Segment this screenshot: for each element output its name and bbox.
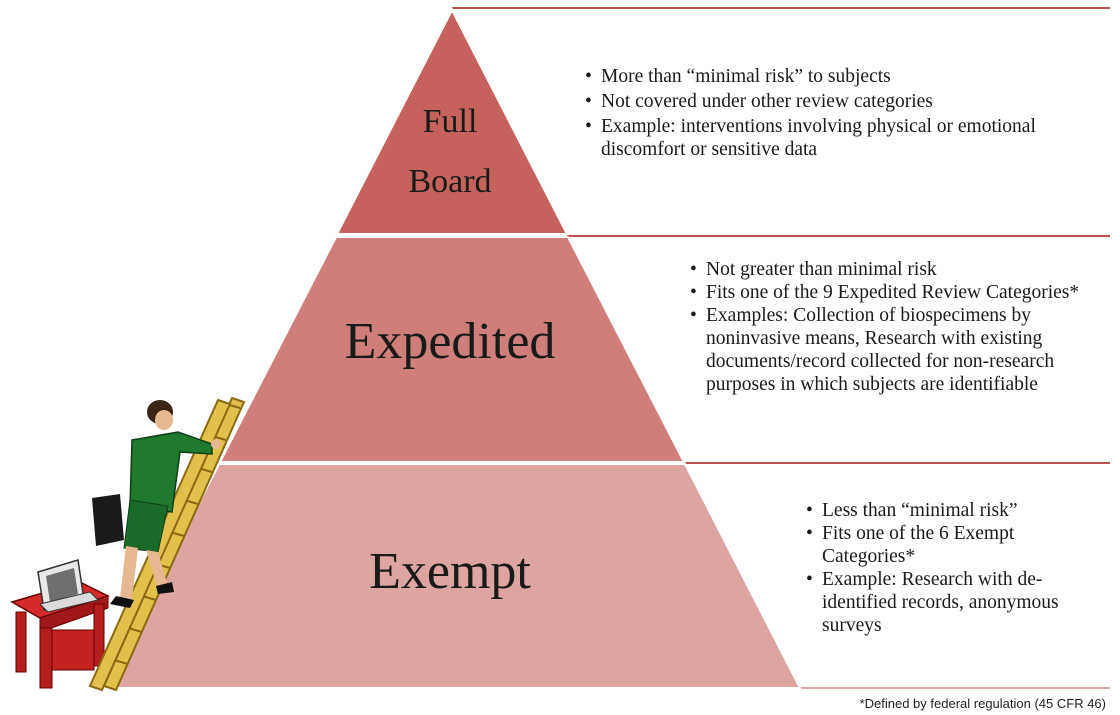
expedited-label: Expedited	[344, 313, 556, 370]
full-board-label-line2: Board	[408, 163, 492, 200]
person-climbing-ladder-icon	[10, 396, 246, 692]
list-item: Example: Research with de-identified rec…	[806, 568, 1106, 637]
list-item: Examples: Collection of biospecimens by …	[690, 304, 1105, 396]
full-board-label: Full Board	[380, 92, 520, 212]
exempt-criteria-list: Less than “minimal risk” Fits one of the…	[806, 499, 1106, 637]
expedited-tier	[218, 236, 686, 463]
list-item: Less than “minimal risk”	[806, 499, 1106, 522]
list-item: More than “minimal risk” to subjects	[585, 65, 1105, 88]
computer-icon	[37, 559, 99, 613]
list-item: Fits one of the 6 Exempt Categories*	[806, 522, 1106, 568]
list-item: Not covered under other review categorie…	[585, 90, 1105, 113]
expedited-criteria-list: Not greater than minimal risk Fits one o…	[690, 258, 1105, 396]
list-item: Fits one of the 9 Expedited Review Categ…	[690, 281, 1105, 304]
list-item: Not greater than minimal risk	[690, 258, 1105, 281]
exempt-label: Exempt	[369, 543, 531, 600]
person-icon	[92, 400, 221, 608]
full-board-criteria-list: More than “minimal risk” to subjects Not…	[585, 65, 1105, 163]
full-board-label-line1: Full	[422, 103, 478, 140]
list-item: Example: interventions involving physica…	[585, 115, 1105, 161]
full-board-tier	[335, 7, 569, 235]
footnote: *Defined by federal regulation (45 CFR 4…	[859, 696, 1106, 711]
